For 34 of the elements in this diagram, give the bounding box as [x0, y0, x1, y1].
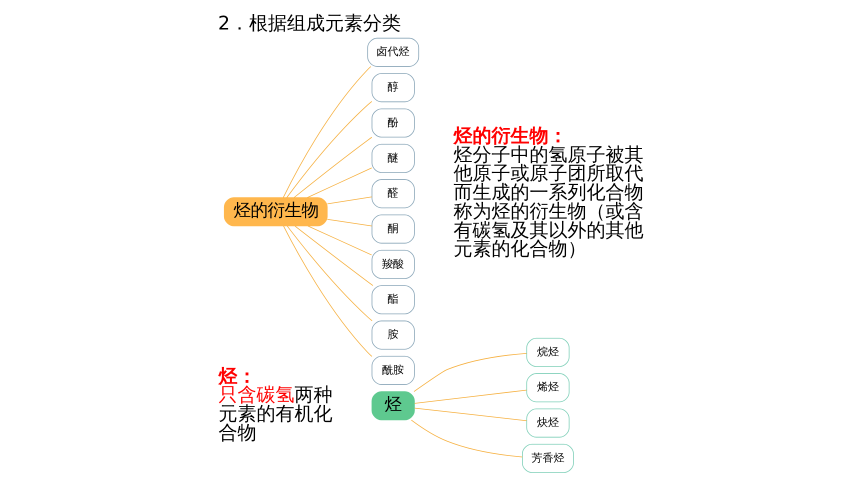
- node-box: 酯: [371, 285, 414, 314]
- node-box: 烃: [371, 391, 414, 420]
- node-box: 胺: [371, 320, 414, 350]
- node-box: 羧酸: [371, 250, 414, 279]
- node-box: 醚: [371, 144, 414, 173]
- connector: [282, 66, 371, 198]
- node-box: 醇: [371, 73, 414, 102]
- node-box: 烯烃: [526, 373, 570, 402]
- node-box: 酰胺: [371, 356, 414, 385]
- node-box: 烷烃: [526, 338, 570, 367]
- connector: [282, 226, 372, 357]
- connector: [326, 196, 372, 204]
- label: 烃分子中的氢原子被其他原子或原子团所取代而生成的一系列化合物称为烃的衍生物（或含有碳氢及其以外的其他元素的化合物）: [452, 144, 643, 260]
- connector: [307, 226, 372, 256]
- node-box: 酮: [371, 214, 414, 244]
- connector: [414, 408, 526, 422]
- label: 合物: [218, 422, 256, 444]
- connector: [306, 167, 372, 198]
- connector: [294, 226, 373, 286]
- connector: [286, 101, 372, 198]
- node-box: 醛: [371, 179, 414, 208]
- node-box: 卤代烃: [366, 38, 419, 67]
- diagram-title: 2．根据组成元素分类: [218, 14, 401, 35]
- node-box: 炔烃: [526, 408, 570, 438]
- connector: [414, 390, 526, 404]
- node-box: 酚: [371, 108, 414, 138]
- label: 两种: [294, 385, 332, 406]
- connector: [326, 218, 372, 226]
- connector: [293, 136, 372, 198]
- connector: [410, 420, 522, 458]
- node-box: 烃的衍生物: [223, 197, 328, 226]
- node-box: 芳香烃: [522, 444, 574, 473]
- connector: [413, 352, 526, 392]
- connector: [286, 226, 372, 322]
